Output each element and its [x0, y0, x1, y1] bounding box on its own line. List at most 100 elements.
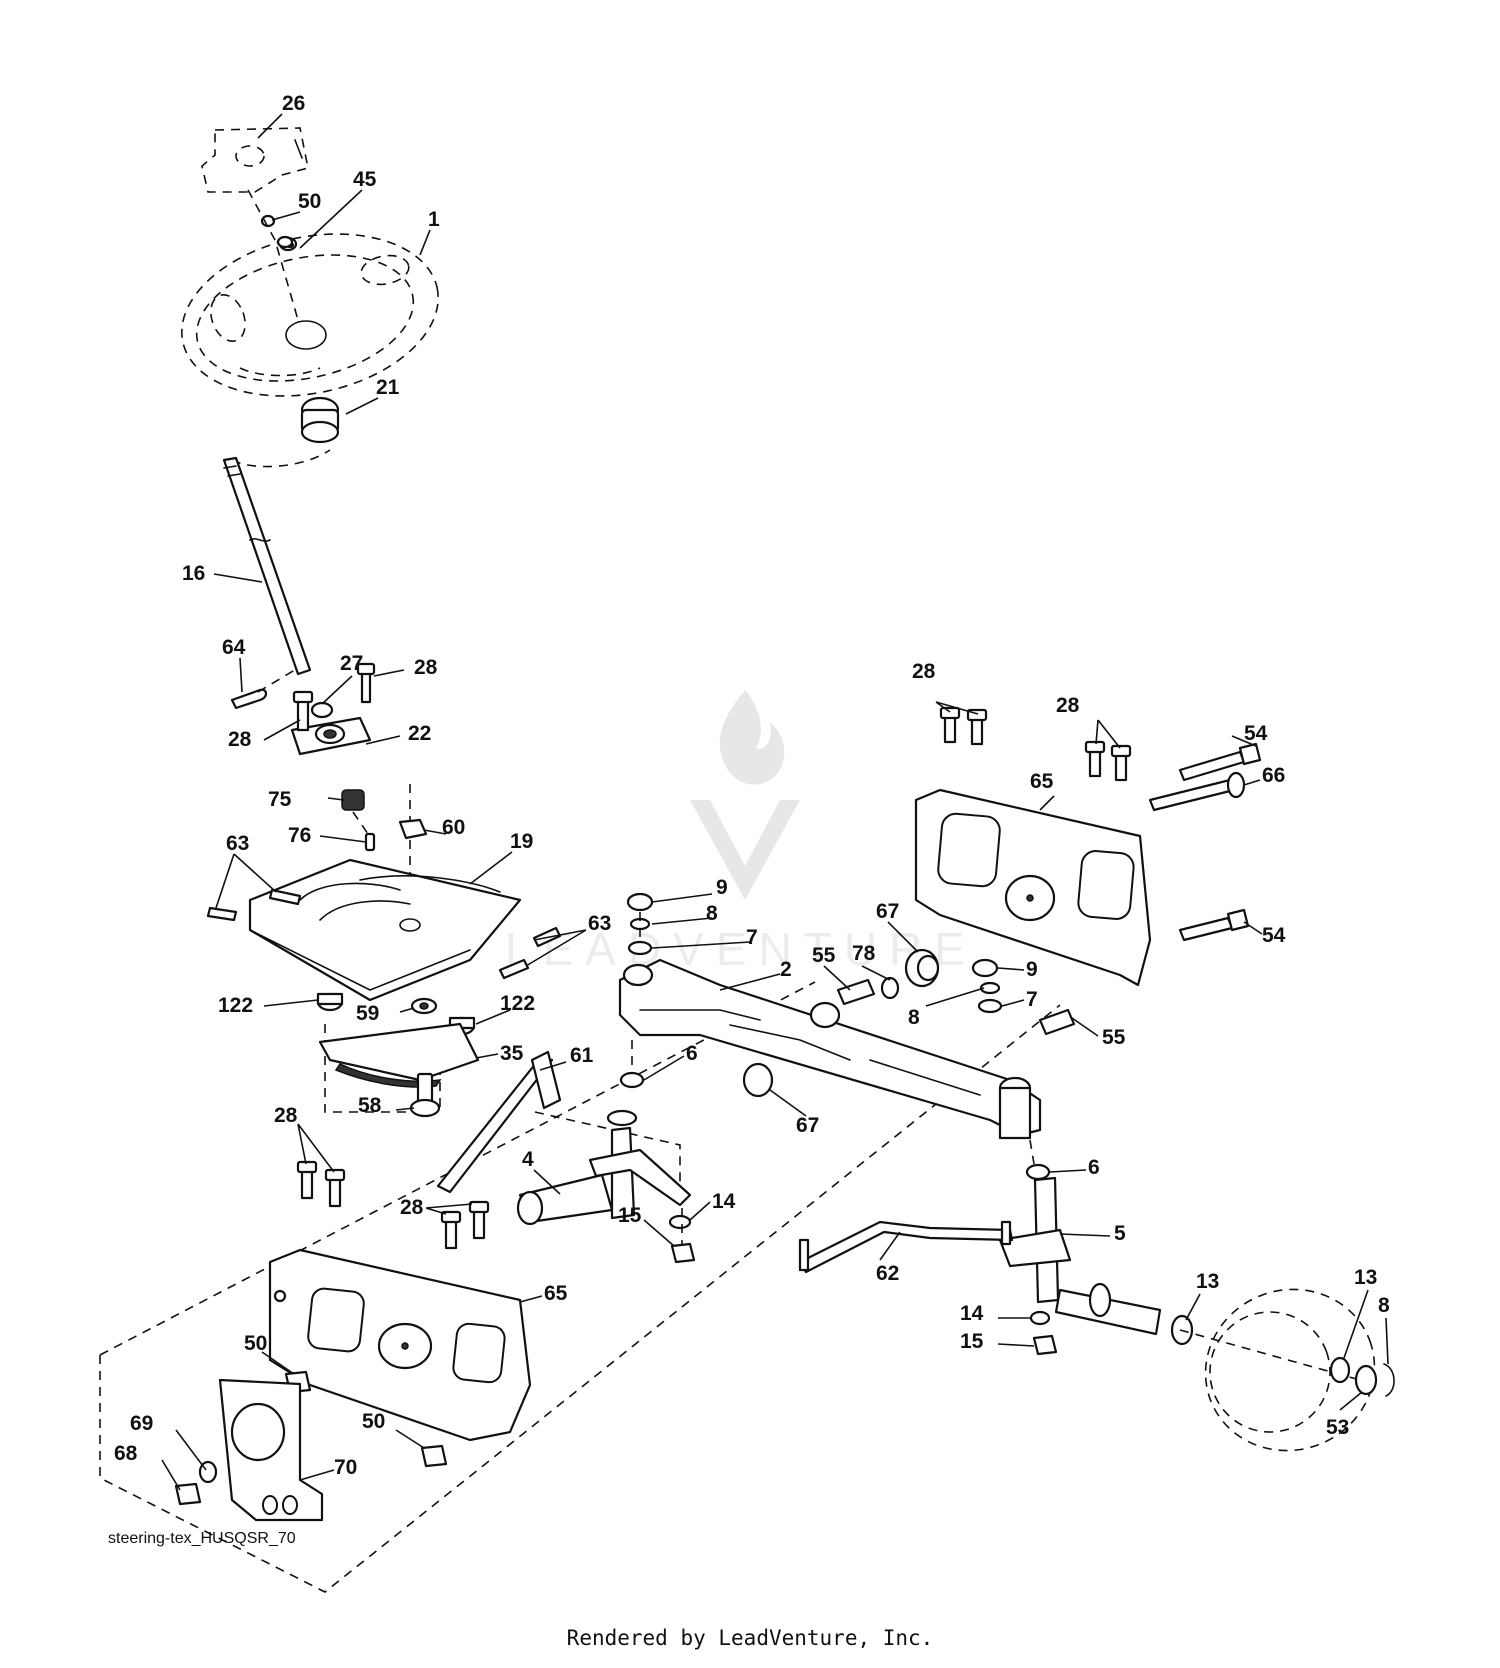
front-axle — [618, 958, 1042, 1140]
callout-35: 35 — [500, 1042, 524, 1065]
callout-13: 13 — [1354, 1266, 1377, 1289]
callout-55: 55 — [812, 944, 836, 967]
callout-26: 26 — [282, 92, 305, 115]
callout-69: 69 — [130, 1412, 153, 1435]
callout-70: 70 — [334, 1456, 357, 1479]
callout-9: 9 — [716, 876, 728, 899]
callout-1: 1 — [428, 208, 440, 231]
cotter-pin — [230, 667, 299, 710]
callout-28: 28 — [274, 1104, 298, 1127]
callout-66: 66 — [1262, 764, 1285, 787]
callout-13: 13 — [1196, 1270, 1219, 1293]
callout-28: 28 — [912, 660, 936, 683]
callout-28: 28 — [1056, 694, 1080, 717]
drag-link — [436, 1050, 562, 1194]
callout-labels: 26 45 50 1 21 16 64 27 28 28 22 75 76 60… — [114, 92, 1390, 1479]
left-frame-plate — [268, 1248, 532, 1442]
steering-support-plate — [248, 858, 522, 1002]
callout-15: 15 — [618, 1204, 642, 1227]
callout-122: 122 — [218, 994, 253, 1017]
callout-22: 22 — [408, 722, 431, 745]
frame-nuts — [284, 1370, 448, 1468]
callout-8: 8 — [908, 1006, 920, 1029]
steering-adapter — [231, 396, 340, 468]
callout-2: 2 — [780, 958, 792, 981]
callout-14: 14 — [960, 1302, 984, 1325]
callout-19: 19 — [510, 830, 533, 853]
sector-bolt — [409, 1072, 441, 1118]
callout-78: 78 — [852, 942, 876, 965]
callout-8: 8 — [1378, 1294, 1390, 1317]
pinion-gear — [341, 789, 376, 852]
front-wheel — [1170, 1288, 1395, 1452]
callout-65: 65 — [544, 1282, 568, 1305]
steering-shaft — [222, 456, 312, 676]
spindle-caps-left — [619, 892, 654, 1089]
callout-65: 65 — [1030, 770, 1054, 793]
callout-6: 6 — [686, 1042, 698, 1065]
tie-rod — [798, 1220, 1014, 1274]
callout-58: 58 — [358, 1094, 382, 1117]
callout-8: 8 — [706, 902, 718, 925]
flange-nut — [398, 784, 428, 882]
callout-7: 7 — [1026, 988, 1038, 1011]
callout-4: 4 — [522, 1148, 534, 1171]
left-spindle-hardware — [668, 1208, 696, 1264]
callout-14: 14 — [712, 1190, 736, 1213]
callout-67: 67 — [876, 900, 899, 923]
callout-28: 28 — [400, 1196, 424, 1219]
callout-27: 27 — [340, 652, 363, 675]
sector-gear — [318, 1022, 480, 1088]
callout-75: 75 — [268, 788, 292, 811]
render-footer: Rendered by LeadVenture, Inc. — [566, 1626, 934, 1650]
callout-63: 63 — [588, 912, 611, 935]
callout-6: 6 — [1088, 1156, 1100, 1179]
callout-64: 64 — [222, 636, 246, 659]
mounting-bracket — [218, 1378, 324, 1522]
callout-5: 5 — [1114, 1222, 1126, 1245]
plate-screws — [206, 888, 562, 980]
callout-68: 68 — [114, 1442, 138, 1465]
bracket-hardware — [174, 1460, 218, 1506]
right-spindle — [998, 1176, 1162, 1336]
callout-61: 61 — [570, 1044, 594, 1067]
axle-bolts — [1148, 742, 1262, 942]
callout-50: 50 — [362, 1410, 385, 1433]
callout-62: 62 — [876, 1262, 899, 1285]
callout-15: 15 — [960, 1330, 984, 1353]
pivot-bushings — [836, 978, 1076, 1036]
watermark-text: LEADVENTURE — [505, 923, 977, 975]
callout-60: 60 — [442, 816, 465, 839]
left-frame-bolts — [296, 1160, 490, 1250]
right-spindle-hardware — [1029, 1310, 1058, 1356]
callout-67: 67 — [796, 1114, 819, 1137]
diagram-caption: steering-tex_HUSQSR_70 — [108, 1530, 296, 1547]
callout-28: 28 — [228, 728, 252, 751]
right-frame-plate — [914, 788, 1152, 987]
axle-spacers — [742, 948, 940, 1098]
callout-28: 28 — [414, 656, 438, 679]
callout-55: 55 — [1102, 1026, 1126, 1049]
callout-50: 50 — [244, 1332, 267, 1355]
callout-21: 21 — [376, 376, 400, 399]
steering-wheel-insert — [201, 127, 309, 193]
callout-59: 59 — [356, 1002, 379, 1025]
steering-wheel — [181, 189, 439, 397]
callout-50: 50 — [298, 190, 321, 213]
callout-54: 54 — [1262, 924, 1286, 947]
leader-lines — [161, 113, 1389, 1491]
callout-16: 16 — [182, 562, 205, 585]
callout-53: 53 — [1326, 1416, 1349, 1439]
spindle-caps-right — [971, 958, 1051, 1181]
callout-122: 122 — [500, 992, 535, 1015]
callout-76: 76 — [288, 824, 311, 847]
callout-54: 54 — [1244, 722, 1268, 745]
bearing-bolts — [292, 662, 376, 732]
callout-63: 63 — [226, 832, 249, 855]
left-spindle — [516, 1109, 692, 1226]
callout-9: 9 — [1026, 958, 1038, 981]
callout-7: 7 — [746, 926, 758, 949]
leadventure-watermark: LEADVENTURE — [505, 690, 977, 975]
callout-45: 45 — [353, 168, 377, 191]
